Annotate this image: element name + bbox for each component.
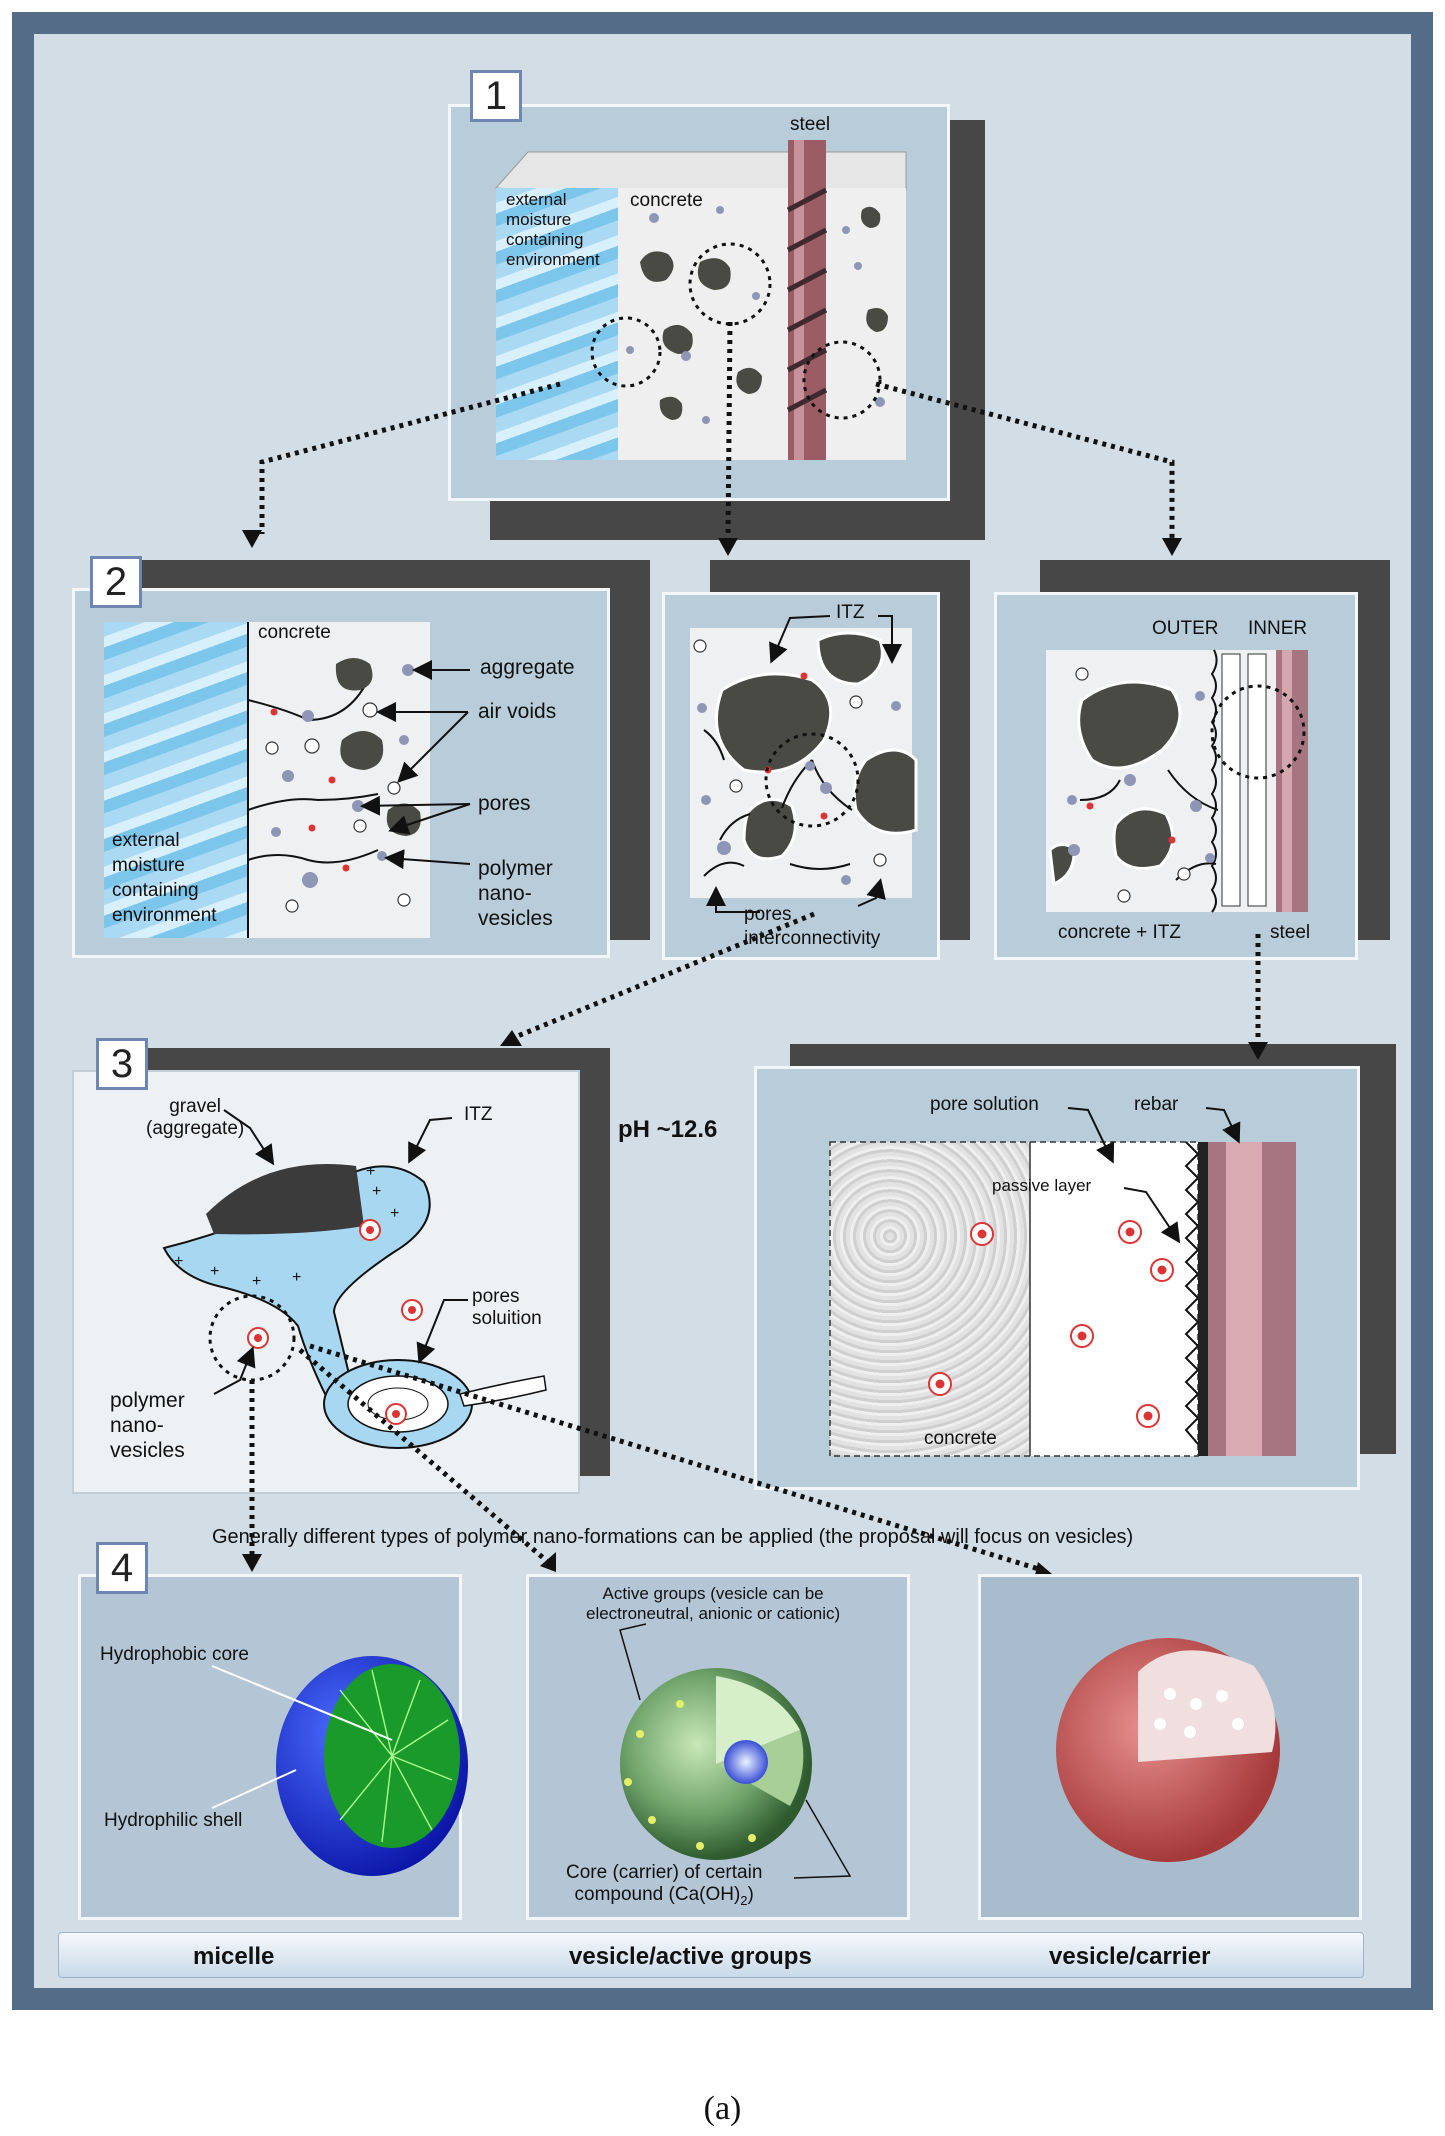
steel-label-1: steel — [790, 114, 831, 135]
pore-solution-label: pore solution — [930, 1094, 1039, 1115]
moisture-water-2 — [104, 622, 248, 938]
concrete-texture — [830, 1142, 1030, 1456]
pores-label-2b: pores — [744, 904, 792, 925]
pore-solution-area — [1030, 1142, 1198, 1456]
gravel-label: gravel(aggregate) — [146, 1096, 245, 1139]
concrete-label-3b: concrete — [924, 1428, 997, 1449]
aggregate-label: aggregate — [480, 656, 575, 679]
svg-text:+: + — [390, 1205, 399, 1222]
svg-text:+: + — [252, 1273, 261, 1290]
svg-text:+: + — [174, 1253, 183, 1270]
air-voids-label: air voids — [478, 700, 557, 723]
itz-label-3: ITZ — [464, 1104, 493, 1125]
panel-3-number: 3 — [96, 1038, 148, 1090]
passive-layer-label: passive layer — [992, 1176, 1092, 1195]
panel-3a — [72, 1070, 580, 1494]
bottom-label-bar: micelle vesicle/active groups vesicle/ca… — [58, 1932, 1364, 1978]
pores-label: pores — [478, 792, 531, 815]
hydrophobic-core-label: Hydrophobic core — [100, 1644, 249, 1665]
panel-2-number: 2 — [90, 556, 142, 608]
concrete-label-1: concrete — [630, 190, 703, 211]
outer-label: OUTER — [1152, 618, 1219, 639]
vesicle-carrier-label: vesicle/carrier — [1049, 1943, 1211, 1970]
core-label: Core (carrier) of certain compound (Ca(O… — [566, 1862, 763, 1908]
panel-1-number: 1 — [470, 70, 522, 122]
micelle-label: micelle — [193, 1943, 275, 1970]
svg-text:+: + — [292, 1269, 301, 1286]
ph-label: pH ~12.6 — [618, 1116, 718, 1143]
steel-label-2c: steel — [1270, 922, 1311, 943]
moisture-water — [496, 188, 618, 460]
inner-label: INNER — [1248, 618, 1308, 639]
svg-text:+: + — [366, 1163, 375, 1180]
svg-text:+: + — [372, 1183, 381, 1200]
vesicle-active-groups-label: vesicle/active groups — [569, 1943, 812, 1970]
concrete-label-2: concrete — [258, 622, 331, 643]
rebar-label: rebar — [1134, 1094, 1179, 1115]
itz-label-2b: ITZ — [836, 602, 865, 623]
concrete-itz-label: concrete + ITZ — [1058, 922, 1182, 943]
figure-caption: (a) — [703, 2090, 742, 2127]
nano-formations-note: Generally different types of polymer nan… — [212, 1526, 1134, 1548]
svg-text:+: + — [210, 1263, 219, 1280]
panel-4-number: 4 — [96, 1542, 148, 1594]
interconnectivity-label: interconnectivity — [744, 928, 881, 949]
hydrophilic-shell-label: Hydrophilic shell — [104, 1810, 243, 1831]
